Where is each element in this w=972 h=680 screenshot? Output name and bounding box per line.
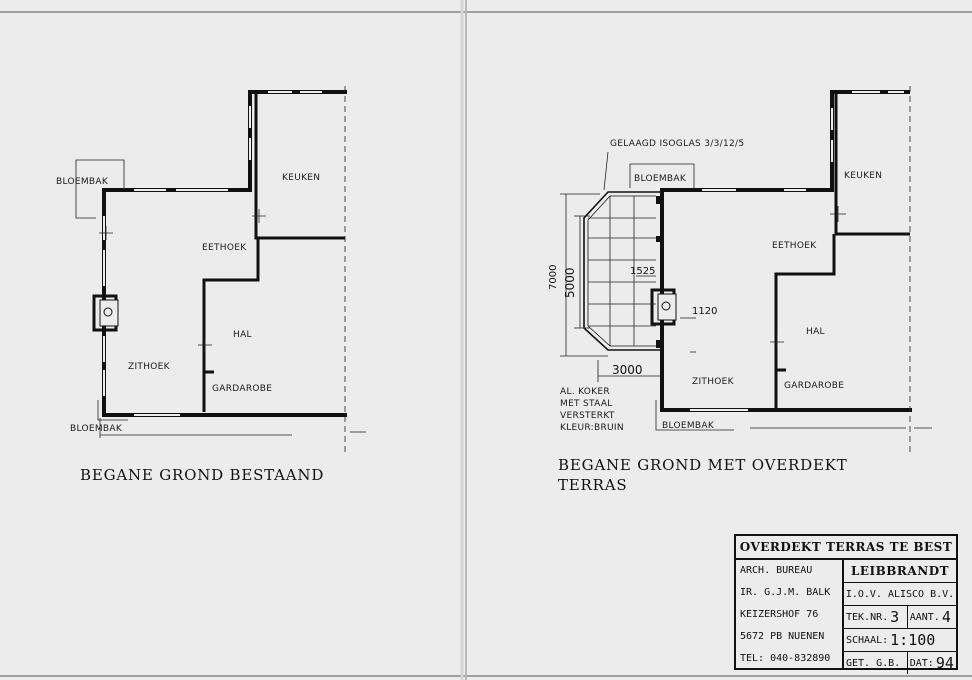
plan-proposed-walls — [660, 90, 912, 412]
room-label-gardarobe-new: GARDAROBE — [784, 381, 844, 391]
architect-line-3: KEIZERSHOF 76 — [740, 609, 819, 620]
dimension-1120: 1120 — [692, 306, 717, 317]
aant-value: 4 — [941, 608, 951, 626]
dimension-5000: 5000 — [563, 267, 577, 298]
label-bloembak-bottom-new: BLOEMBAK — [662, 421, 715, 431]
title-block: OVERDEKT TERRAS TE BEST ARCH. BUREAU IR.… — [734, 534, 958, 674]
label-bloembak-bottom: BLOEMBAK — [70, 424, 123, 434]
dat-value: 94 — [935, 654, 954, 672]
room-label-keuken-new: KEUKEN — [844, 171, 882, 181]
tek-nr-label: TEK.NR. — [846, 611, 889, 623]
bloembak-existing — [75, 159, 292, 438]
title-block-firm: LEIBBRANDT — [844, 560, 956, 583]
veranda-glazing — [583, 191, 664, 351]
architect-line-5: TEL: 040-832890 — [740, 653, 831, 664]
label-bloembak-top-new: BLOEMBAK — [634, 174, 687, 184]
dimension-3000: 3000 — [612, 363, 643, 377]
architect-line-2: IR. G.J.M. BALK — [740, 587, 831, 598]
koker-note-3: VERSTERKT — [560, 411, 615, 421]
bloembak-proposed — [629, 163, 906, 431]
room-label-eethoek-new: EETHOEK — [772, 241, 817, 251]
dat-cell: DAT: 94 — [906, 652, 956, 674]
dimension-7000: 7000 — [548, 265, 559, 290]
room-label-gardarobe: GARDAROBE — [212, 384, 272, 394]
architect-line-4: 5672 PB NUENEN — [740, 631, 825, 642]
dimension-lines — [560, 151, 696, 382]
plan-existing: KEUKEN EETHOEK HAL ZITHOEK GARDAROBE BLO… — [56, 86, 366, 484]
title-block-architect: ARCH. BUREAU IR. G.J.M. BALK KEIZERSHOF … — [736, 560, 844, 670]
schaal-label: SCHAAL: — [846, 634, 889, 646]
tek-nr-cell: TEK.NR. 3 — [844, 606, 907, 628]
glazing-note: GELAAGD ISOGLAS 3/3/12/5 — [610, 139, 744, 149]
aant-label: AANT. — [909, 611, 940, 623]
title-block-client: I.O.V. ALISCO B.V. — [844, 583, 956, 606]
plan-title-existing: BEGANE GROND BESTAAND — [80, 466, 324, 484]
fireplace-proposed — [650, 288, 677, 326]
room-label-zithoek: ZITHOEK — [128, 362, 171, 372]
architect-line-1: ARCH. BUREAU — [740, 565, 813, 576]
plan-title-proposed-line1: BEGANE GROND MET OVERDEKT — [558, 456, 848, 474]
dimension-1525: 1525 — [630, 266, 655, 277]
schaal-value: 1:100 — [890, 631, 936, 649]
room-label-eethoek: EETHOEK — [202, 243, 247, 253]
title-block-project: OVERDEKT TERRAS TE BEST — [736, 536, 956, 560]
koker-note-2: MET STAAL — [560, 399, 613, 409]
plan-existing-walls — [99, 90, 347, 417]
room-label-keuken: KEUKEN — [282, 173, 320, 183]
room-label-hal-new: HAL — [806, 327, 825, 337]
tek-nr-value: 3 — [890, 608, 900, 626]
label-bloembak-top: BLOEMBAK — [56, 177, 109, 187]
plan-proposed: GELAAGD ISOGLAS 3/3/12/5 KEUKEN EETHOEK … — [548, 86, 932, 494]
fireplace-existing — [92, 294, 119, 332]
koker-note-4: KLEUR:BRUIN — [560, 423, 624, 433]
get-cell: GET. G.B. — [846, 657, 901, 669]
koker-note-1: AL. KOKER — [560, 387, 610, 397]
room-label-hal: HAL — [233, 330, 252, 340]
schaal-cell: SCHAAL: 1:100 — [844, 629, 956, 651]
room-label-zithoek-new: ZITHOEK — [692, 377, 735, 387]
plan-title-proposed-line2: TERRAS — [558, 476, 627, 494]
dat-label: DAT: — [909, 657, 934, 669]
aant-cell: AANT. 4 — [906, 606, 956, 628]
